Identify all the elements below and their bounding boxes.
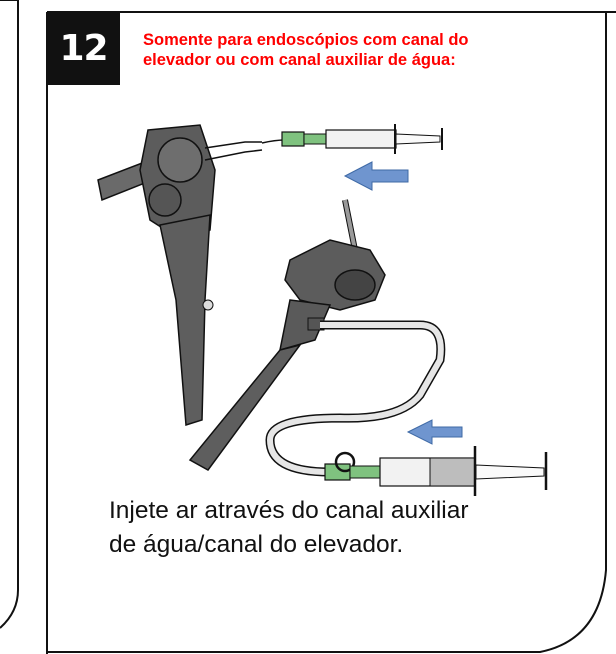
- step-number-badge: 12: [47, 12, 120, 85]
- warning-note: Somente para endoscópios com canal do el…: [143, 31, 469, 69]
- lower-syringe: [324, 446, 548, 496]
- lower-endoscope: [188, 199, 386, 471]
- upper-endoscope: [97, 124, 263, 426]
- arrow-left-icon: [406, 419, 463, 445]
- upper-syringe: [261, 124, 443, 154]
- arrow-left-icon: [343, 161, 409, 191]
- instruction-caption: Injete ar através do canal auxiliar de á…: [109, 497, 469, 558]
- previous-panel-edge: [0, 0, 19, 629]
